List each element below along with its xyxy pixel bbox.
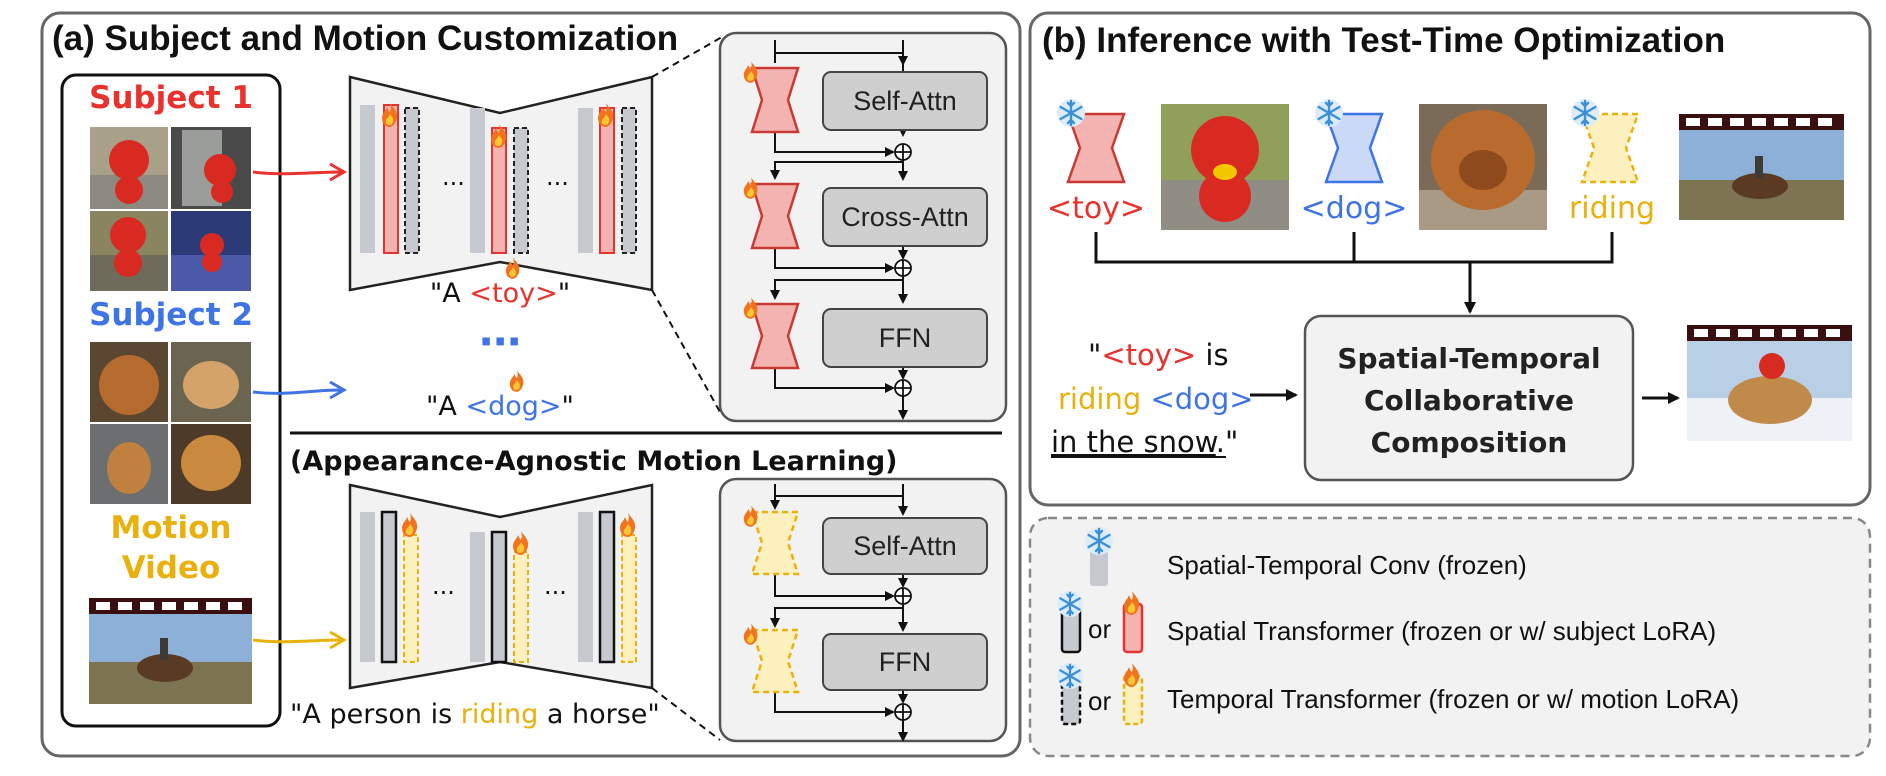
vertical-ellipsis: ⋯ xyxy=(479,317,521,366)
legend-temporal-lora-swatch xyxy=(1122,674,1144,726)
snowflake-icon xyxy=(1056,662,1084,690)
unet-bottom-bars xyxy=(360,510,637,664)
ffn-label: FFN xyxy=(879,647,931,677)
block-bottom-plus xyxy=(894,587,912,721)
dog-hourglass xyxy=(1324,112,1384,184)
dog-image xyxy=(1419,104,1547,230)
inference-prompt-line3: in the snow." xyxy=(1051,425,1238,459)
block-bottom-modules xyxy=(822,517,988,691)
motion-prompt: "A person is riding a horse" xyxy=(290,699,660,730)
legend-spatial-text: Spatial Transformer (frozen or w/ subjec… xyxy=(1167,616,1716,646)
snowflake-icon xyxy=(1056,98,1086,128)
flame-icon xyxy=(509,370,524,392)
subject2-label: Subject 2 xyxy=(89,297,253,333)
panel-b-title: (b) Inference with Test-Time Optimizatio… xyxy=(1042,21,1725,60)
self-attn-label: Self-Attn xyxy=(853,531,957,561)
legend-temporal-text: Temporal Transformer (frozen or w/ motio… xyxy=(1167,684,1739,714)
composition-line3: Composition xyxy=(1371,426,1568,459)
legend-or: or xyxy=(1088,614,1111,644)
subject-column xyxy=(60,73,282,728)
inference-prompt-line1: "<toy> is xyxy=(1088,338,1229,372)
legend-conv-text: Spatial-Temporal Conv (frozen) xyxy=(1167,550,1527,580)
toy-hourglass xyxy=(1066,112,1126,184)
zoom-lines xyxy=(651,36,723,741)
subject1-arrow xyxy=(252,162,348,182)
ellipsis: ... xyxy=(546,163,569,191)
panel-b-frame xyxy=(1028,11,1872,507)
snowflake-icon xyxy=(1570,98,1600,128)
block-top-plus xyxy=(894,143,912,397)
ellipsis: ... xyxy=(544,572,567,600)
unet-top-bars xyxy=(360,104,637,254)
motion-label-line1: Motion xyxy=(111,510,232,546)
composition-line2: Collaborative xyxy=(1364,384,1574,417)
block-bottom-hourglasses xyxy=(750,510,800,694)
block-bottom-lines xyxy=(770,484,908,742)
cross-attn-label: Cross-Attn xyxy=(841,202,969,232)
snowflake-icon xyxy=(1056,590,1084,618)
inference-prompt-line2: riding <dog> xyxy=(1058,382,1254,416)
panel-a-frame xyxy=(40,11,1022,758)
snowflake-icon xyxy=(1084,526,1114,556)
motion-video-thumbnail xyxy=(89,598,252,704)
merge-lines xyxy=(1094,232,1614,314)
token-toy: <toy> xyxy=(1047,191,1145,226)
block-top-modules xyxy=(822,71,988,368)
motion-label-line2: Video xyxy=(122,550,221,586)
motion-section-title: (Appearance-Agnostic Motion Learning) xyxy=(290,446,898,477)
output-video-image xyxy=(1687,325,1852,441)
legend-or: or xyxy=(1088,686,1111,716)
panel-a-title: (a) Subject and Motion Customization xyxy=(52,19,678,58)
toy-image xyxy=(1161,104,1289,230)
subject2-arrow xyxy=(252,380,348,400)
subject2-images xyxy=(90,342,251,504)
token-riding: riding xyxy=(1569,191,1655,226)
snowflake-icon xyxy=(1314,98,1344,128)
block-top-hourglasses xyxy=(750,66,800,370)
composition-box xyxy=(1303,314,1635,482)
ellipsis: ... xyxy=(432,572,455,600)
self-attn-label: Self-Attn xyxy=(853,86,957,116)
prompt-dog: "A <dog>" xyxy=(426,391,574,422)
subject1-label: Subject 1 xyxy=(89,80,253,116)
riding-hourglass xyxy=(1580,112,1640,184)
ellipsis: ... xyxy=(442,163,465,191)
motion-arrow xyxy=(252,630,348,650)
prompt-toy: "A <toy>" xyxy=(430,278,570,309)
riding-video-image xyxy=(1679,114,1844,220)
token-dog: <dog> xyxy=(1301,191,1408,226)
ffn-label: FFN xyxy=(879,323,931,353)
composition-line1: Spatial-Temporal xyxy=(1337,342,1600,375)
legend-frame xyxy=(1028,516,1872,758)
subject1-images xyxy=(90,127,251,291)
